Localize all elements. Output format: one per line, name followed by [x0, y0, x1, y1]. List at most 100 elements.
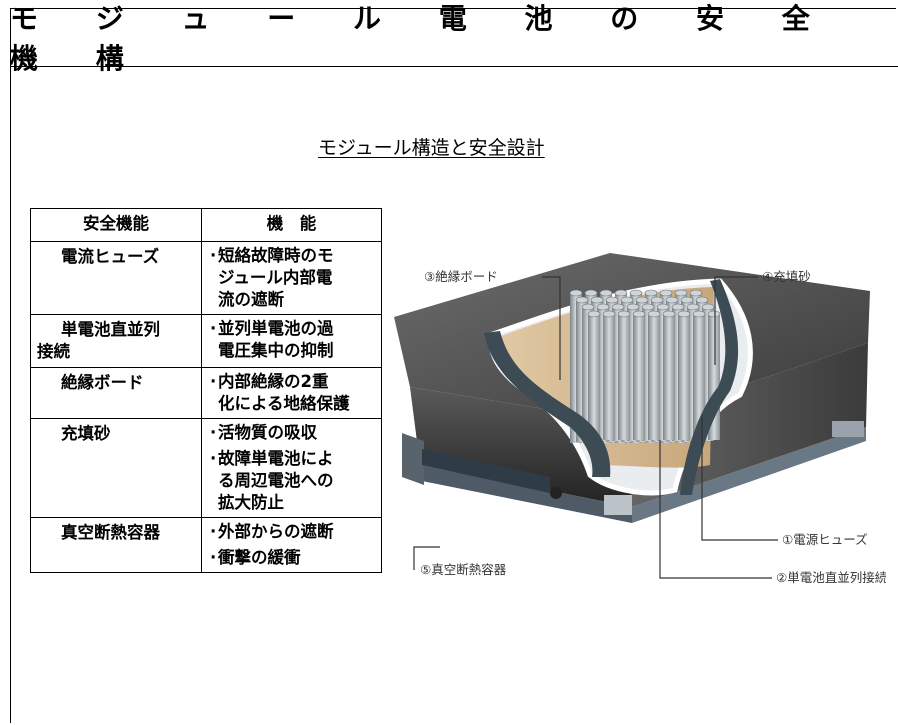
function-item-line: 化による地絡保護	[218, 394, 350, 413]
battery-cell-top	[701, 303, 715, 311]
feature-name-line: 電流ヒューズ	[61, 247, 160, 266]
function-item-line: ジュール内部電	[218, 268, 333, 287]
cell-array	[569, 289, 721, 443]
section-subtitle: モジュール構造と安全設計	[318, 137, 545, 159]
battery-cell-top	[614, 289, 628, 297]
header-safety-feature: 安全機能	[30, 208, 202, 242]
table-row: 真空断熱容器 外部からの遮断衝撃の緩衝	[30, 517, 382, 573]
page-title: モ ジ ュ ー ル 電 池 の 安 全 機 構	[10, 2, 898, 75]
function-item-line: 故障単電池によ	[218, 449, 334, 468]
battery-cell-top	[659, 289, 673, 297]
label-insulation-board: ③絶縁ボード	[424, 269, 498, 284]
battery-cell-top	[707, 310, 721, 318]
feature-name-line: 絶縁ボード	[61, 373, 144, 392]
battery-cell-top	[590, 296, 604, 304]
table-row: 充填砂活物質の吸収故障単電池による周辺電池への拡大防止	[30, 418, 382, 518]
label-filling-sand: ④充填砂	[762, 269, 811, 284]
battery-cell-top	[671, 303, 685, 311]
vacuum-wall-section	[484, 279, 739, 495]
battery-cell-top	[569, 289, 583, 297]
safety-feature-cell: 電流ヒューズ	[30, 241, 202, 315]
battery-cell	[588, 314, 600, 440]
function-item-line: 流の遮断	[218, 290, 284, 309]
label-series-parallel-connection: ②単電池直並列接続	[776, 570, 886, 585]
battery-cell-top	[629, 289, 643, 297]
feature-name-line: 単電池直並列	[61, 320, 160, 339]
feature-name-line: 真空断熱容器	[61, 523, 160, 542]
function-description-cell: 活物質の吸収故障単電池による周辺電池への拡大防止	[201, 418, 382, 518]
battery-cell	[663, 314, 675, 440]
battery-cell	[678, 314, 690, 440]
battery-cell	[693, 314, 705, 440]
function-item-line: 衝撃の緩衝	[218, 548, 301, 567]
battery-cell-top	[584, 289, 598, 297]
safety-feature-cell: 充填砂	[30, 418, 202, 518]
battery-cell-top	[611, 303, 625, 311]
function-item-line: 並列単電池の過	[218, 319, 334, 338]
function-item: 活物質の吸収	[210, 422, 375, 444]
function-item-line: 外部からの遮断	[218, 522, 334, 541]
battery-cell-top	[605, 296, 619, 304]
battery-cell-top	[596, 303, 610, 311]
function-description-cell: 外部からの遮断衝撃の緩衝	[201, 517, 382, 573]
feature-name-line: 充填砂	[61, 424, 111, 443]
battery-cell-top	[632, 310, 646, 318]
function-item-line: る周辺電池への	[218, 471, 334, 490]
battery-cell-top	[665, 296, 679, 304]
safety-feature-cell: 単電池直並列接続	[30, 314, 202, 368]
battery-cell-top	[599, 289, 613, 297]
leader-lines	[413, 276, 778, 579]
battery-cell-top	[647, 310, 661, 318]
label-power-fuse: ①電源ヒューズ	[782, 532, 868, 547]
function-item: 衝撃の緩衝	[210, 547, 375, 569]
battery-cell-top	[692, 310, 706, 318]
battery-cell-top	[680, 296, 694, 304]
battery-cell	[603, 314, 615, 440]
battery-cell-top	[641, 303, 655, 311]
battery-cell-top	[617, 310, 631, 318]
feature-name-line: 接続	[37, 342, 70, 361]
battery-cell-top	[677, 310, 691, 318]
battery-cell-top	[656, 303, 670, 311]
battery-cell-top	[686, 303, 700, 311]
header-function: 機 能	[201, 208, 382, 242]
table-header-row: 安全機能 機 能	[30, 208, 382, 242]
battery-cell-top	[674, 289, 688, 297]
safety-feature-table: 安全機能 機 能 電流ヒューズ 短絡故障時のモジュール内部電流の遮断単電池直並列接…	[30, 208, 382, 573]
function-item: 外部からの遮断	[210, 521, 375, 543]
function-item-line: 内部絶縁の2重	[218, 372, 329, 391]
battery-cell-top	[635, 296, 649, 304]
battery-cell	[648, 314, 660, 440]
safety-feature-cell: 絶縁ボード	[30, 367, 202, 419]
page-frame	[10, 8, 896, 723]
battery-cell	[618, 314, 630, 440]
battery-cell-top	[650, 296, 664, 304]
battery-cell-top	[644, 289, 658, 297]
battery-cell-top	[626, 303, 640, 311]
battery-cell-top	[620, 296, 634, 304]
table-row: 単電池直並列接続並列単電池の過電圧集中の抑制	[30, 314, 382, 368]
safety-feature-cell: 真空断熱容器	[30, 517, 202, 573]
function-item-line: 活物質の吸収	[218, 423, 317, 442]
battery-cell	[633, 314, 645, 440]
function-item-line: 電圧集中の抑制	[218, 341, 334, 360]
battery-cell-top	[581, 303, 595, 311]
battery-cell-top	[575, 296, 589, 304]
battery-cell-top	[662, 310, 676, 318]
battery-cell-top	[587, 310, 601, 318]
battery-cell-top	[602, 310, 616, 318]
function-item-line: 拡大防止	[218, 493, 284, 512]
function-item-line: 短絡故障時のモ	[218, 246, 334, 265]
base-frame	[402, 421, 866, 523]
battery-cell-top	[689, 289, 703, 297]
